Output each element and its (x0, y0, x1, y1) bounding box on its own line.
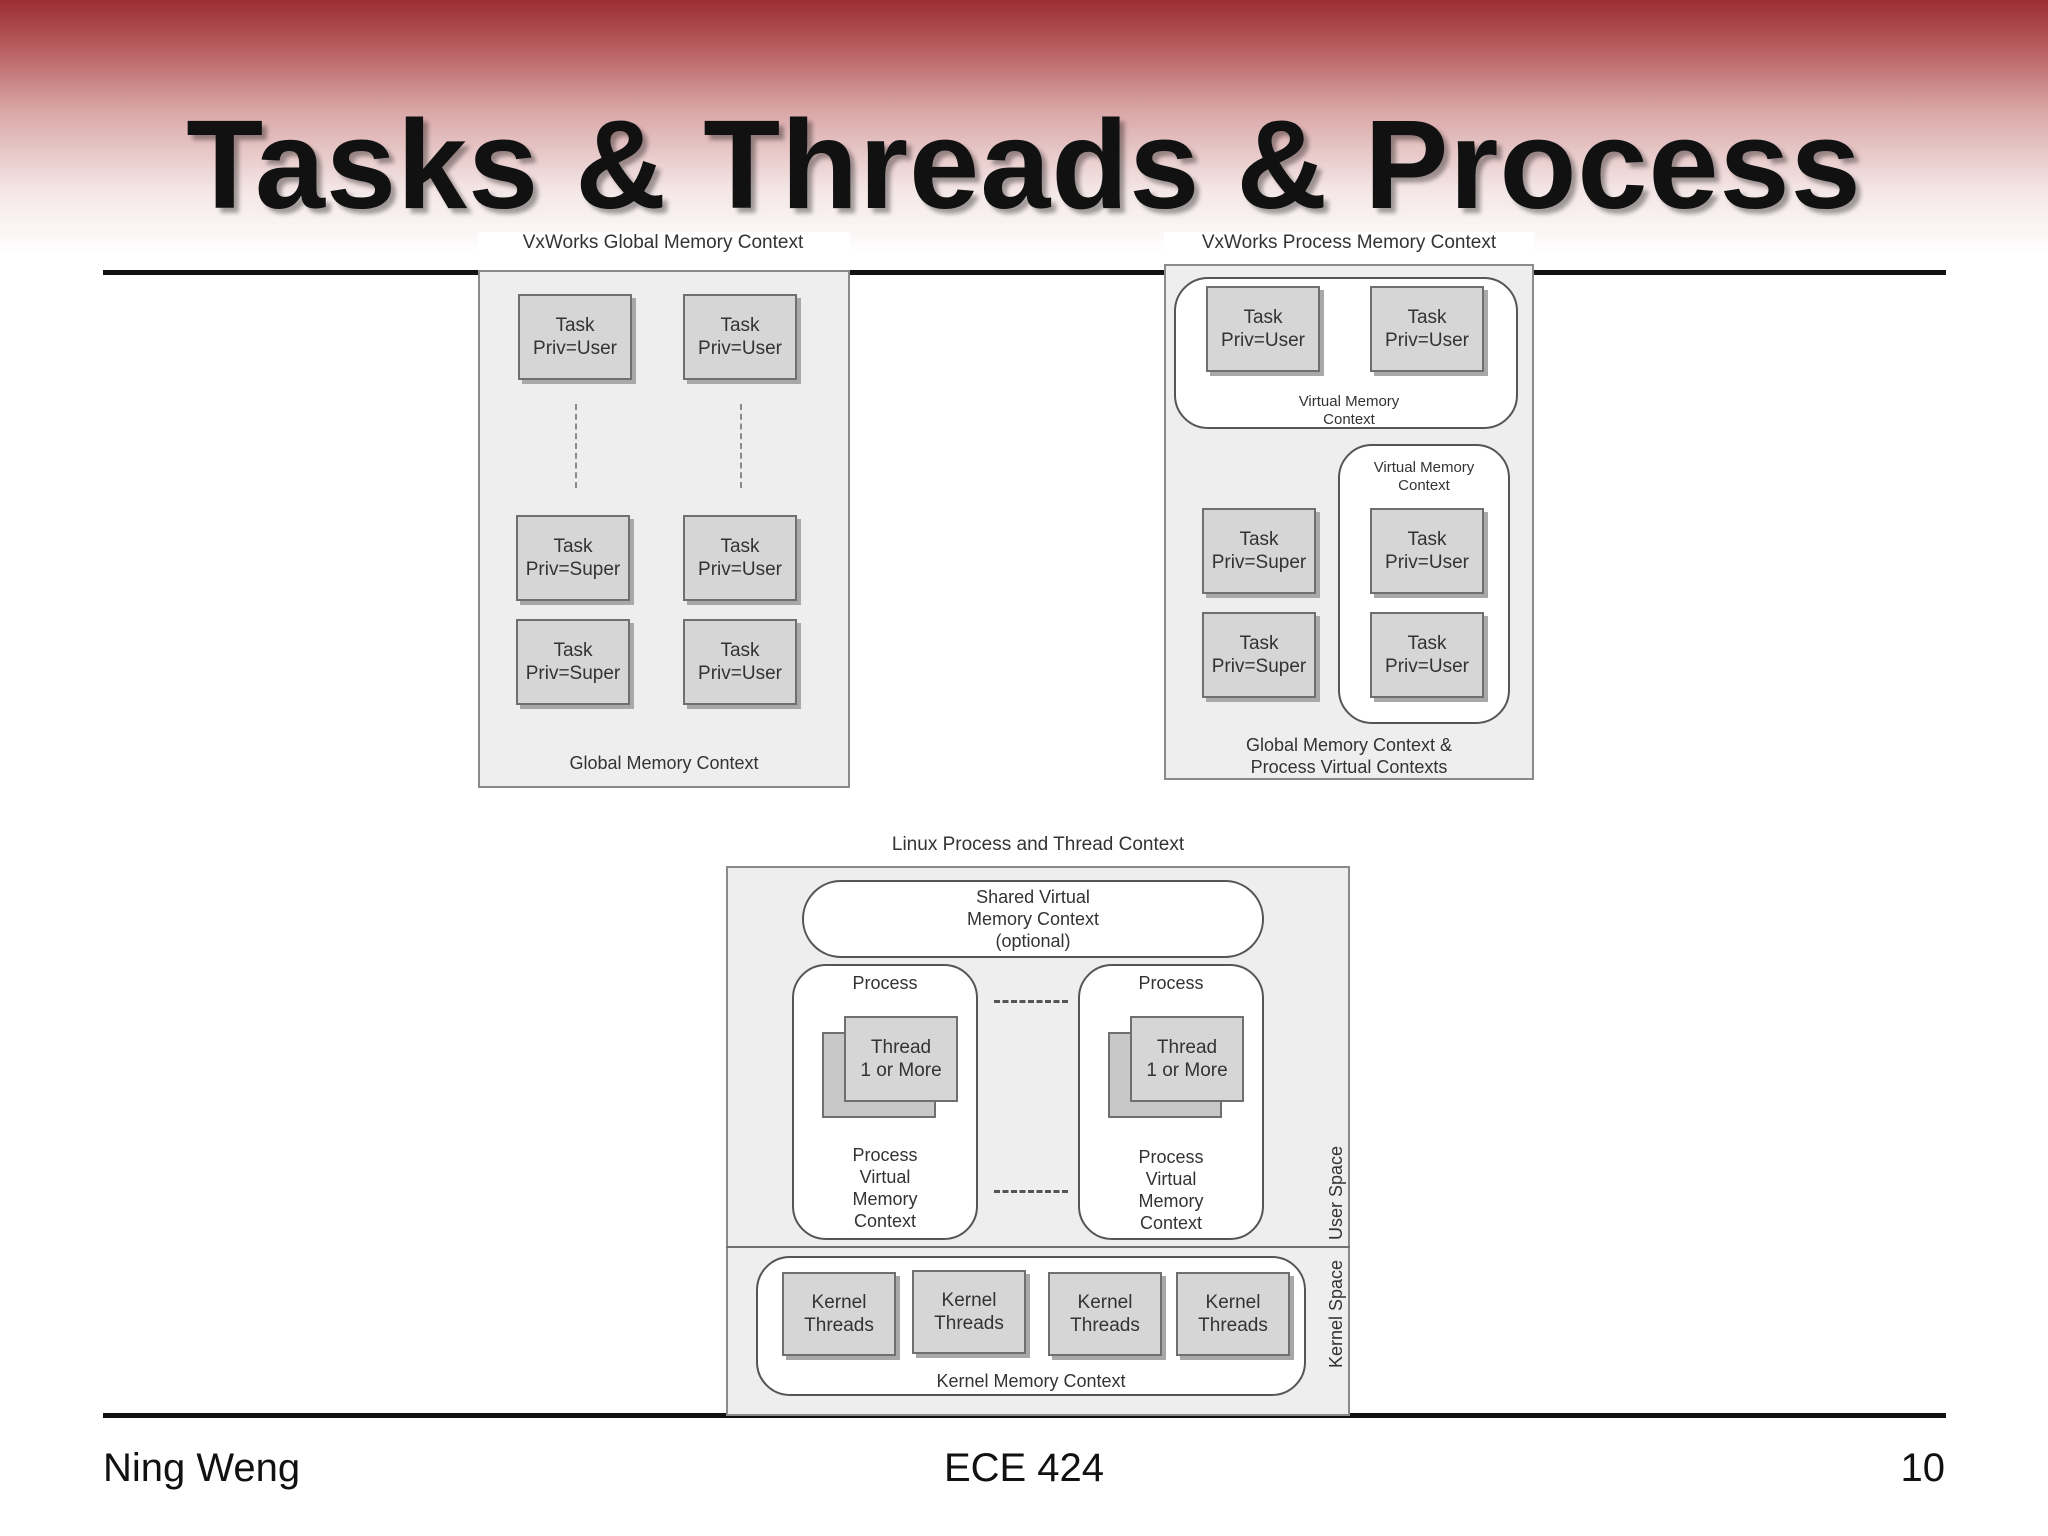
thread-box: Thread 1 or More (844, 1016, 958, 1102)
task-priv: Priv=User (698, 559, 782, 580)
continuation-dots (575, 404, 577, 488)
thread-label: Thread (870, 1037, 932, 1058)
task-box: Task Priv=Super (516, 619, 630, 705)
shared-vmc-label: Memory Context (966, 909, 1100, 929)
task-box: Task Priv=User (683, 619, 797, 705)
kernel-thread-label: Kernel (1205, 1292, 1261, 1313)
global-memory-label: Global Memory Context (569, 753, 759, 773)
footer-course: ECE 424 (943, 1446, 1105, 1490)
task-priv: Priv=User (1221, 330, 1305, 351)
user-kernel-separator (726, 1246, 1350, 1248)
task-label: Task (553, 536, 593, 557)
kernel-thread-box: Kernel Threads (782, 1272, 896, 1356)
task-label: Task (1239, 633, 1279, 654)
continuation-dots (740, 404, 742, 488)
task-label: Task (555, 315, 595, 336)
kernel-thread-box: Kernel Threads (1176, 1272, 1290, 1356)
diagram-caption: VxWorks Global Memory Context (522, 232, 804, 253)
thread-count: 1 or More (860, 1060, 942, 1081)
task-priv: Priv=User (698, 663, 782, 684)
task-label: Task (1243, 307, 1283, 328)
pvm-label: Process (1138, 1147, 1204, 1167)
kernel-thread-label: Threads (1070, 1315, 1140, 1336)
task-label: Task (720, 536, 760, 557)
task-label: Task (1407, 633, 1447, 654)
kernel-memory-label: Kernel Memory Context (936, 1371, 1126, 1391)
task-box: Task Priv=Super (516, 515, 630, 601)
vmc-label: Virtual Memory (1298, 393, 1400, 410)
user-space-label: User Space (1326, 1145, 1346, 1240)
task-label: Task (1239, 529, 1279, 550)
kernel-space-label: Kernel Space (1326, 1259, 1346, 1368)
kernel-thread-label: Threads (1198, 1315, 1268, 1336)
task-box: Task Priv=Super (1202, 508, 1316, 594)
shared-virtual-memory-context (802, 880, 1264, 958)
task-box: Task Priv=User (683, 294, 797, 380)
process-title: Process (852, 973, 918, 993)
pvm-label: Context (1139, 1213, 1203, 1233)
diagram-vxworks-global: VxWorks Global Memory Context Task Priv=… (478, 232, 850, 788)
task-box: Task Priv=User (1206, 286, 1320, 372)
thread-box: Thread 1 or More (1130, 1016, 1244, 1102)
pvm-label: Virtual (1145, 1169, 1197, 1189)
task-priv: Priv=Super (1211, 656, 1307, 677)
task-priv: Priv=Super (525, 663, 621, 684)
diagram-linux-process-thread: Linux Process and Thread Context Shared … (726, 828, 1350, 1416)
process-continuation-dash (994, 1000, 1068, 1003)
task-priv: Priv=Super (525, 559, 621, 580)
task-label: Task (1407, 307, 1447, 328)
pvm-label: Process (852, 1145, 918, 1165)
pvm-label: Memory (852, 1189, 918, 1209)
global-process-label: Global Memory Context & (1245, 735, 1453, 755)
top-rule (103, 270, 1946, 275)
diagram-caption: Linux Process and Thread Context (891, 834, 1185, 855)
pvm-label: Memory (1138, 1191, 1204, 1211)
diagram-caption: VxWorks Process Memory Context (1201, 232, 1497, 253)
footer-author: Ning Weng (103, 1446, 301, 1490)
vmc-label: Context (1398, 477, 1450, 494)
shared-vmc-label: Shared Virtual (976, 887, 1090, 907)
thread-label: Thread (1156, 1037, 1218, 1058)
task-priv: Priv=Super (1211, 552, 1307, 573)
vmc-label: Context (1323, 411, 1375, 428)
kernel-thread-box: Kernel Threads (1048, 1272, 1162, 1356)
task-box: Task Priv=User (1370, 508, 1484, 594)
task-priv: Priv=User (1385, 330, 1469, 351)
kernel-thread-label: Kernel (941, 1290, 997, 1311)
task-label: Task (553, 640, 593, 661)
kernel-thread-label: Threads (934, 1313, 1004, 1334)
kernel-thread-label: Kernel (1077, 1292, 1133, 1313)
diagram-vxworks-process: VxWorks Process Memory Context Task Priv… (1164, 232, 1534, 780)
footer-page-number: 10 (1900, 1446, 1946, 1490)
task-label: Task (1407, 529, 1447, 550)
task-priv: Priv=User (533, 338, 617, 359)
pvm-label: Context (853, 1211, 917, 1231)
task-priv: Priv=User (698, 338, 782, 359)
slide-title: Tasks & Threads & Process (186, 94, 1862, 235)
thread-count: 1 or More (1146, 1060, 1228, 1081)
task-label: Task (720, 640, 760, 661)
task-label: Task (720, 315, 760, 336)
task-priv: Priv=User (1385, 552, 1469, 573)
global-process-label: Process Virtual Contexts (1250, 757, 1448, 777)
task-box: Task Priv=User (683, 515, 797, 601)
task-box: Task Priv=Super (1202, 612, 1316, 698)
vmc-label: Virtual Memory (1373, 459, 1475, 476)
kernel-thread-label: Threads (804, 1315, 874, 1336)
process-continuation-dash (994, 1190, 1068, 1193)
task-box: Task Priv=User (518, 294, 632, 380)
slide-header-band (0, 0, 2048, 260)
kernel-thread-box: Kernel Threads (912, 1270, 1026, 1354)
task-box: Task Priv=User (1370, 286, 1484, 372)
shared-vmc-label: (optional) (995, 931, 1071, 951)
kernel-thread-label: Kernel (811, 1292, 867, 1313)
task-box: Task Priv=User (1370, 612, 1484, 698)
pvm-label: Virtual (859, 1167, 911, 1187)
task-priv: Priv=User (1385, 656, 1469, 677)
process-title: Process (1138, 973, 1204, 993)
